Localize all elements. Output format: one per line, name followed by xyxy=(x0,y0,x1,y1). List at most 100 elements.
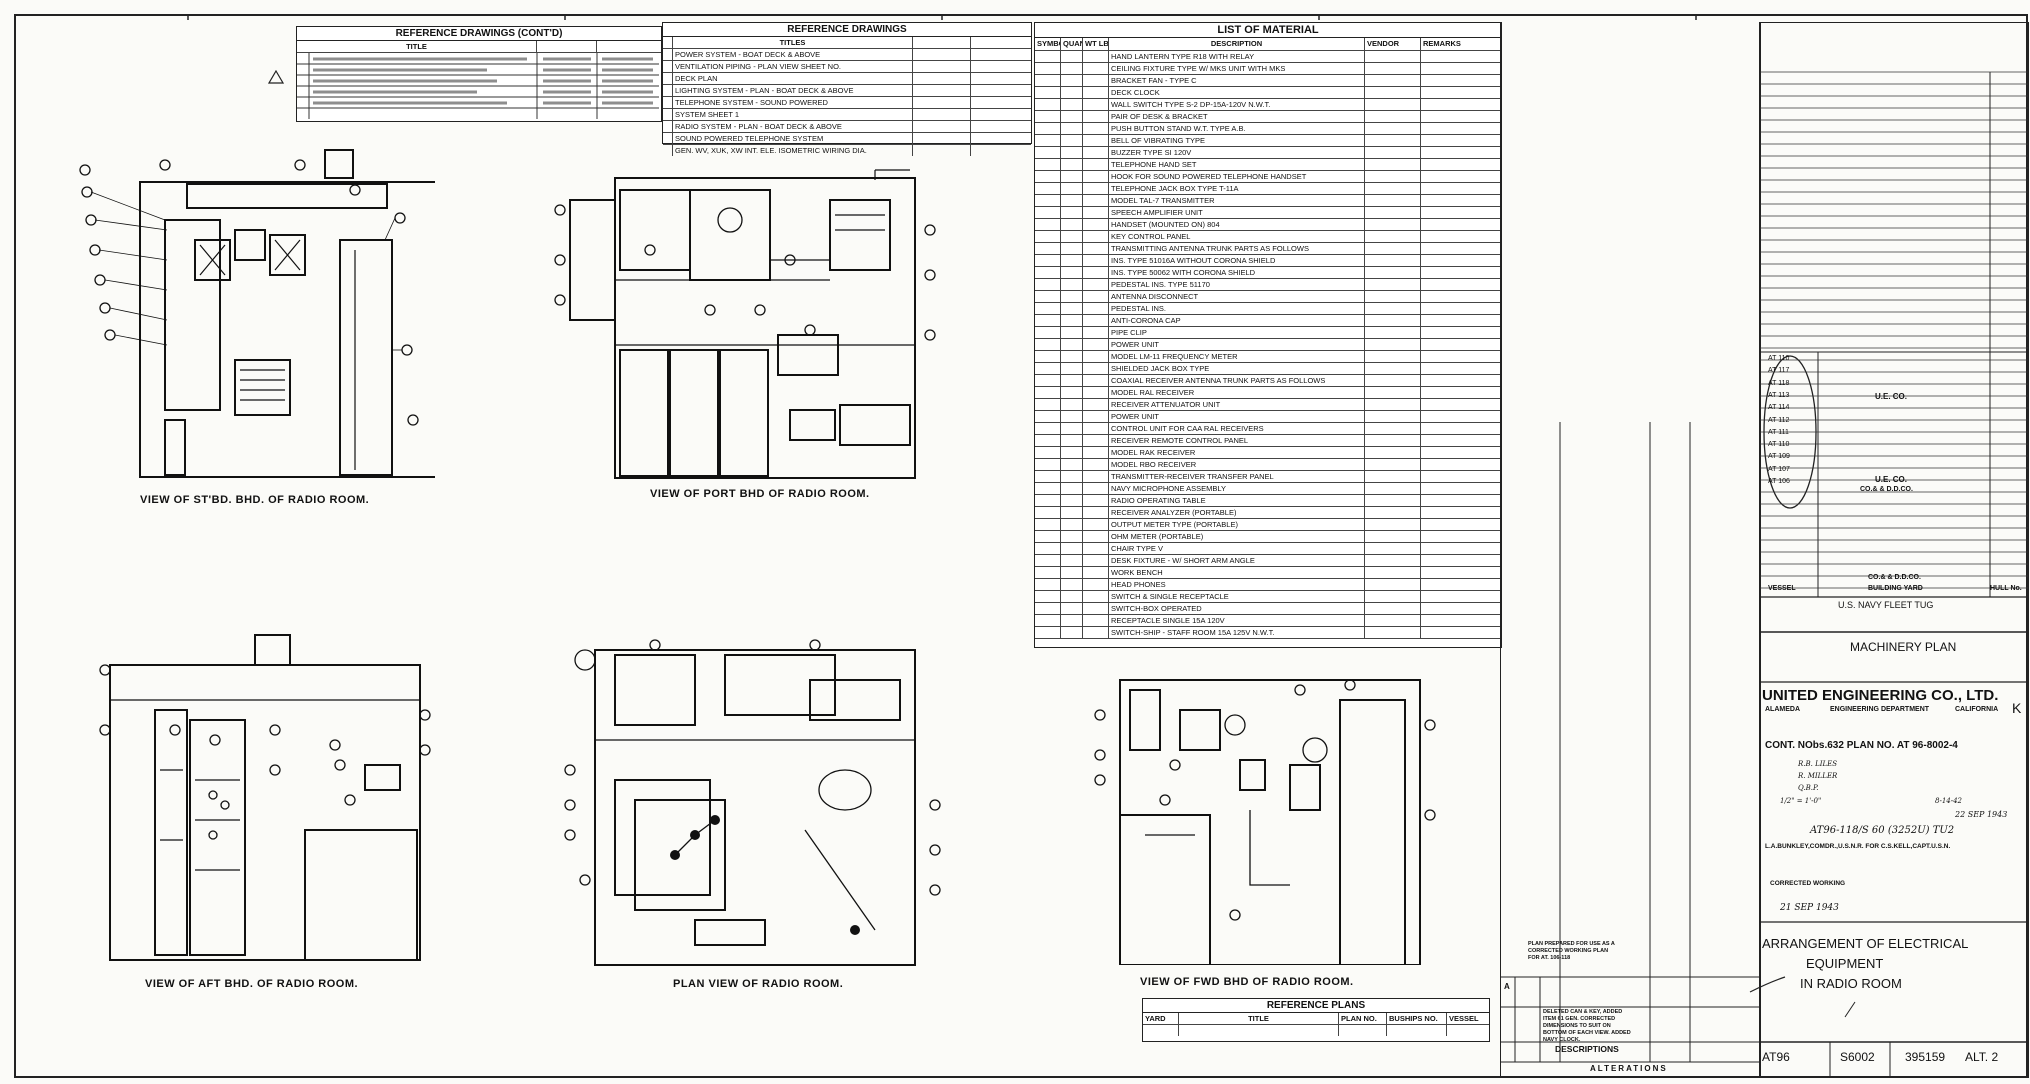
ref-row: VENTILATION PIPING - PLAN VIEW SHEET NO. xyxy=(673,61,913,72)
lom-cell xyxy=(1035,375,1061,386)
lom-cell xyxy=(1421,399,1500,410)
lom-description: ANTI-CORONA CAP xyxy=(1109,315,1365,326)
lom-description: WALL SWITCH TYPE S-2 DP-15A-120V N.W.T. xyxy=(1109,99,1365,110)
lom-cell xyxy=(1421,267,1500,278)
approval-line: L.A.BUNKLEY,COMDR.,U.S.N.R. FOR C.S.KELL… xyxy=(1765,843,1951,850)
lom-row: NAVY MICROPHONE ASSEMBLY xyxy=(1035,483,1501,495)
lom-cell xyxy=(1365,375,1421,386)
approved-by: Q.B.P. xyxy=(1798,784,1819,792)
reference-drawings-table: REFERENCE DRAWINGS TITLES POWER SYSTEM -… xyxy=(662,22,1032,156)
lom-cell xyxy=(1421,159,1500,170)
lom-cell xyxy=(1083,183,1109,194)
view-port-bhd xyxy=(530,160,950,485)
lom-description: POWER UNIT xyxy=(1109,411,1365,422)
lom-cell xyxy=(1083,243,1109,254)
cell-series: S6002 xyxy=(1840,1050,1875,1064)
lom-cell xyxy=(1061,399,1083,410)
view-label-aft: VIEW OF AFT BHD. OF RADIO ROOM. xyxy=(145,978,359,990)
lom-description: BUZZER TYPE SI 120V xyxy=(1109,147,1365,158)
lom-cell xyxy=(1061,267,1083,278)
view-plan xyxy=(555,630,955,970)
lom-cell xyxy=(1061,375,1083,386)
lom-cell xyxy=(1035,303,1061,314)
ref-row: TELEPHONE SYSTEM - SOUND POWERED xyxy=(673,97,913,108)
lom-cell xyxy=(1365,63,1421,74)
lom-cell xyxy=(1421,543,1500,554)
lom-cell xyxy=(1061,339,1083,350)
checked-by: R. MILLER xyxy=(1798,772,1838,780)
lom-cell xyxy=(1421,339,1500,350)
list-of-material-title: LIST OF MATERIAL xyxy=(1035,23,1501,38)
lom-cell xyxy=(1035,411,1061,422)
lom-cell xyxy=(1061,243,1083,254)
lom-cell xyxy=(1421,243,1500,254)
lom-row: HANDSET (MOUNTED ON) 804 xyxy=(1035,219,1501,231)
lom-cell xyxy=(1035,51,1061,62)
lom-cell xyxy=(1035,255,1061,266)
lom-row: CHAIR TYPE V xyxy=(1035,543,1501,555)
lom-cell xyxy=(1083,219,1109,230)
ref-row: RADIO SYSTEM - PLAN - BOAT DECK & ABOVE xyxy=(673,121,913,132)
lom-cell xyxy=(1035,495,1061,506)
vessel-yard-label-4: CO.& & D.D.CO. xyxy=(1868,574,1921,581)
lom-cell xyxy=(1421,75,1500,86)
lom-cell xyxy=(1061,363,1083,374)
lom-row: PEDESTAL INS. xyxy=(1035,303,1501,315)
border-ticks xyxy=(187,14,1697,20)
lom-cell xyxy=(1421,255,1500,266)
lom-cell xyxy=(1035,543,1061,554)
lom-cell xyxy=(1421,195,1500,206)
lom-cell xyxy=(1035,315,1061,326)
lom-cell xyxy=(1035,195,1061,206)
lom-row: TELEPHONE HAND SET xyxy=(1035,159,1501,171)
lom-cell xyxy=(1035,447,1061,458)
lom-cell xyxy=(1421,327,1500,338)
lom-cell xyxy=(1061,579,1083,590)
lom-cell xyxy=(1083,555,1109,566)
lom-cell xyxy=(1421,279,1500,290)
lom-row: MODEL LM-11 FREQUENCY METER xyxy=(1035,351,1501,363)
lom-description: WORK BENCH xyxy=(1109,567,1365,578)
lom-cell xyxy=(1083,327,1109,338)
lom-cell xyxy=(1035,459,1061,470)
lom-cell xyxy=(1421,603,1500,614)
lom-row: TRANSMITTER-RECEIVER TRANSFER PANEL xyxy=(1035,471,1501,483)
lom-cell xyxy=(1061,543,1083,554)
lom-cell xyxy=(1365,207,1421,218)
lom-cell xyxy=(1421,483,1500,494)
lom-row: HEAD PHONES xyxy=(1035,579,1501,591)
lom-description: PEDESTAL INS. TYPE 51170 xyxy=(1109,279,1365,290)
lom-cell xyxy=(1035,519,1061,530)
lom-cell xyxy=(1365,603,1421,614)
refplan-col-bushipsno: BUSHIPS NO. xyxy=(1387,1013,1447,1024)
view-fwd-bhd xyxy=(1085,665,1445,965)
lom-cell xyxy=(1421,315,1500,326)
refplan-col-yard: YARD xyxy=(1143,1013,1179,1024)
lom-row: CONTROL UNIT FOR CAA RAL RECEIVERS xyxy=(1035,423,1501,435)
lom-cell xyxy=(1061,567,1083,578)
lom-cell xyxy=(1421,111,1500,122)
vessel-yard-label-2: U.E. CO. xyxy=(1875,475,1908,484)
lom-cell xyxy=(1421,459,1500,470)
lom-cell xyxy=(1365,351,1421,362)
lom-cell xyxy=(1421,519,1500,530)
lom-cell xyxy=(1061,603,1083,614)
reference-plans-title: REFERENCE PLANS xyxy=(1143,999,1489,1013)
lom-cell xyxy=(1083,135,1109,146)
lom-description: HANDSET (MOUNTED ON) 804 xyxy=(1109,219,1365,230)
lom-row: MODEL RAL RECEIVER xyxy=(1035,387,1501,399)
lom-cell xyxy=(1365,195,1421,206)
vessel-type: U.S. NAVY FLEET TUG xyxy=(1838,600,1934,610)
scale: 1/2" = 1'-0" xyxy=(1780,797,1822,805)
lom-cell xyxy=(1365,627,1421,638)
lom-cell xyxy=(1061,303,1083,314)
lom-cell xyxy=(1365,171,1421,182)
lom-cell xyxy=(1365,591,1421,602)
lom-cell xyxy=(1035,75,1061,86)
hull-number: AT 111 xyxy=(1768,428,1789,436)
title-block-lines xyxy=(1500,22,2029,1078)
lom-row: SWITCH-SHIP - STAFF ROOM 15A 125V N.W.T. xyxy=(1035,627,1501,639)
lom-cell xyxy=(1083,63,1109,74)
lom-description: SWITCH-BOX OPERATED xyxy=(1109,603,1365,614)
lom-cell xyxy=(1083,519,1109,530)
